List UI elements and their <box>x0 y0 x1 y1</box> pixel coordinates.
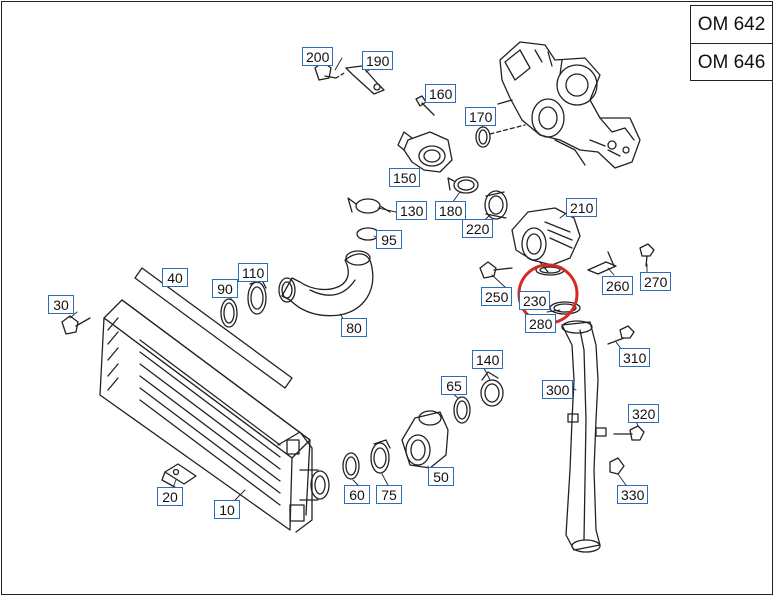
bolt-310 <box>607 325 635 345</box>
callout-140[interactable]: 140 <box>472 350 504 369</box>
bracket-20 <box>161 463 197 491</box>
callout-40[interactable]: 40 <box>162 268 188 287</box>
throttle-housing <box>511 207 581 273</box>
callout-200[interactable]: 200 <box>302 47 334 66</box>
callout-60[interactable]: 60 <box>344 485 370 504</box>
bracket-260 <box>587 251 617 275</box>
callout-95[interactable]: 95 <box>376 230 402 249</box>
callout-300[interactable]: 300 <box>542 380 574 399</box>
bolt-30 <box>61 315 91 335</box>
callout-270[interactable]: 270 <box>640 272 672 291</box>
callout-30[interactable]: 30 <box>48 295 74 314</box>
callout-330[interactable]: 330 <box>617 485 649 504</box>
callout-130[interactable]: 130 <box>396 201 428 220</box>
engine-code-om642[interactable]: OM 642 <box>697 14 766 35</box>
charge-air-hose <box>278 250 374 317</box>
callout-230[interactable]: 230 <box>519 291 551 310</box>
callout-150[interactable]: 150 <box>389 168 421 187</box>
callout-10[interactable]: 10 <box>214 500 240 519</box>
callout-160[interactable]: 160 <box>425 84 457 103</box>
callout-210[interactable]: 210 <box>566 198 598 217</box>
callout-75[interactable]: 75 <box>376 485 402 504</box>
callout-280[interactable]: 280 <box>525 314 557 333</box>
callout-190[interactable]: 190 <box>362 51 394 70</box>
callout-260[interactable]: 260 <box>602 276 634 295</box>
bolt-330 <box>609 457 625 475</box>
turbo-outlet-parts <box>314 61 526 241</box>
engine-code-om646[interactable]: OM 646 <box>691 43 772 81</box>
bolt-320 <box>613 425 645 441</box>
ring-and-clamp-middle <box>453 371 504 424</box>
air-guide-strip <box>134 267 293 389</box>
turbocharger <box>497 41 641 169</box>
engine-code-box: OM 642 OM 646 <box>690 5 773 81</box>
callout-80[interactable]: 80 <box>341 318 367 337</box>
intercooler <box>99 299 330 533</box>
bolt-250 <box>479 261 513 279</box>
hose-clamps-left <box>220 279 267 328</box>
callout-180[interactable]: 180 <box>435 201 467 220</box>
long-charge-pipe <box>561 320 607 553</box>
callout-50[interactable]: 50 <box>428 467 454 486</box>
callout-310[interactable]: 310 <box>619 348 651 367</box>
callout-110[interactable]: 110 <box>238 263 269 282</box>
callout-170[interactable]: 170 <box>465 107 497 126</box>
callout-320[interactable]: 320 <box>628 404 660 423</box>
callout-20[interactable]: 20 <box>157 487 183 506</box>
bolt-270 <box>639 243 655 267</box>
callout-220[interactable]: 220 <box>462 219 494 238</box>
ring-and-clamp-bottom <box>342 439 391 480</box>
callout-65[interactable]: 65 <box>441 376 467 395</box>
callout-90[interactable]: 90 <box>212 279 238 298</box>
elbow-pipe-50 <box>401 410 449 469</box>
callout-250[interactable]: 250 <box>481 287 513 306</box>
